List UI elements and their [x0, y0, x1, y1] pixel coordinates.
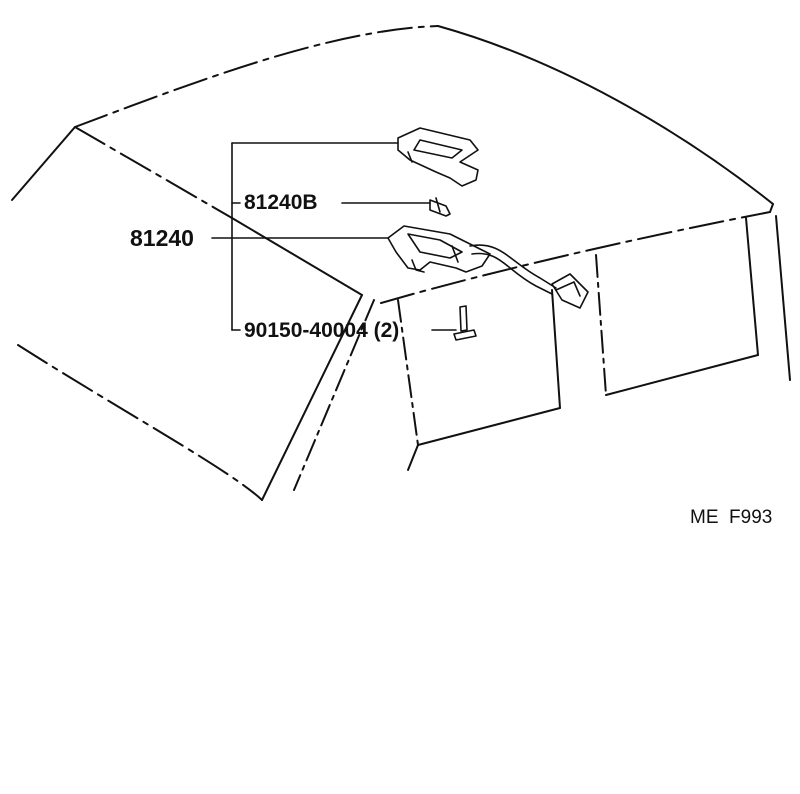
wire-connector — [551, 273, 589, 309]
screw — [453, 305, 477, 341]
wire-harness — [469, 244, 557, 295]
diagram-code: ME F993 — [690, 507, 773, 528]
callout-screw: 90150-40004 (2) — [244, 319, 400, 342]
vehicle-body-outline — [11, 25, 791, 501]
callout-bulb: 81240B — [244, 191, 318, 214]
lamp-housing — [387, 225, 491, 273]
bulb — [429, 197, 451, 217]
mounting-bracket — [397, 127, 479, 187]
callout-assembly: 81240 — [130, 225, 194, 251]
leader-lines — [211, 142, 457, 331]
